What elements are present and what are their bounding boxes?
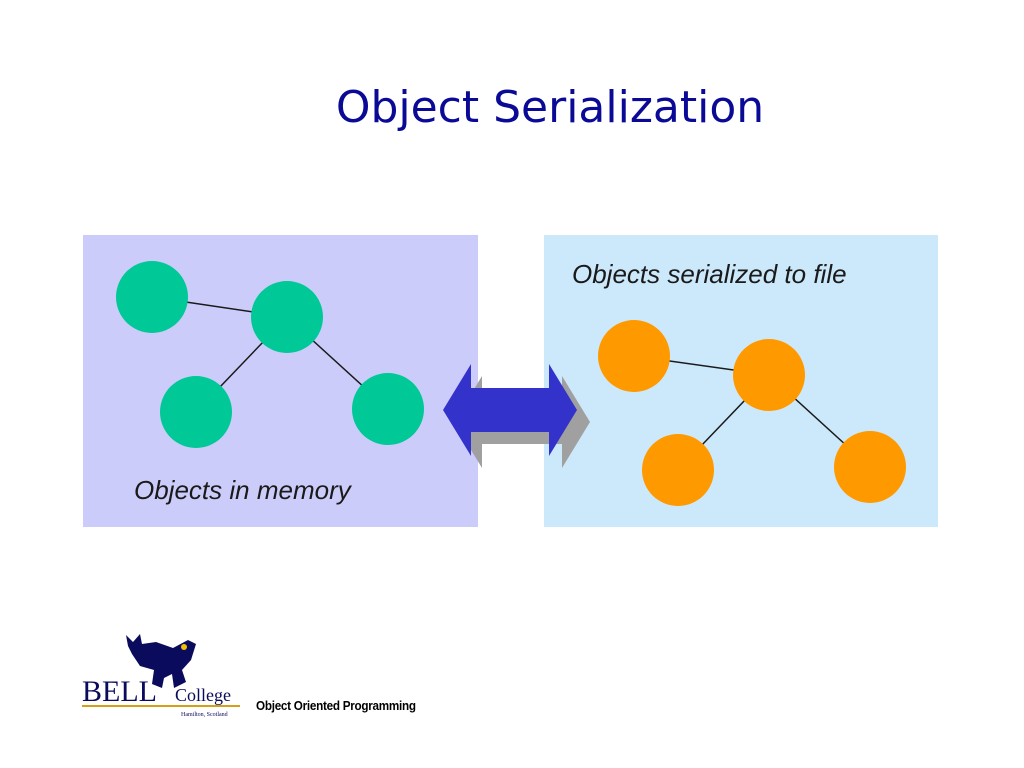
memory-panel: Objects in memory — [83, 235, 478, 527]
bidirectional-arrow-icon — [443, 364, 590, 468]
course-name: Object Oriented Programming — [256, 698, 416, 713]
memory-node — [352, 373, 424, 445]
memory-node — [251, 281, 323, 353]
logo-star-icon — [181, 644, 187, 650]
file-node — [834, 431, 906, 503]
logo-subname: College — [175, 685, 231, 705]
memory-node — [116, 261, 188, 333]
memory-node — [160, 376, 232, 448]
file-node — [642, 434, 714, 506]
bell-college-logo: BELL College Hamilton, Scotland — [82, 634, 240, 718]
memory-panel-label: Objects in memory — [134, 475, 353, 505]
file-node — [733, 339, 805, 411]
file-panel: Objects serialized to file — [544, 235, 938, 527]
file-node — [598, 320, 670, 392]
logo-emblem-icon — [126, 634, 196, 688]
arrow-body — [443, 364, 577, 456]
file-panel-label: Objects serialized to file — [572, 259, 847, 289]
logo-location: Hamilton, Scotland — [181, 712, 228, 718]
logo-name: BELL — [82, 675, 157, 708]
slide-title: Object Serialization — [335, 82, 765, 133]
